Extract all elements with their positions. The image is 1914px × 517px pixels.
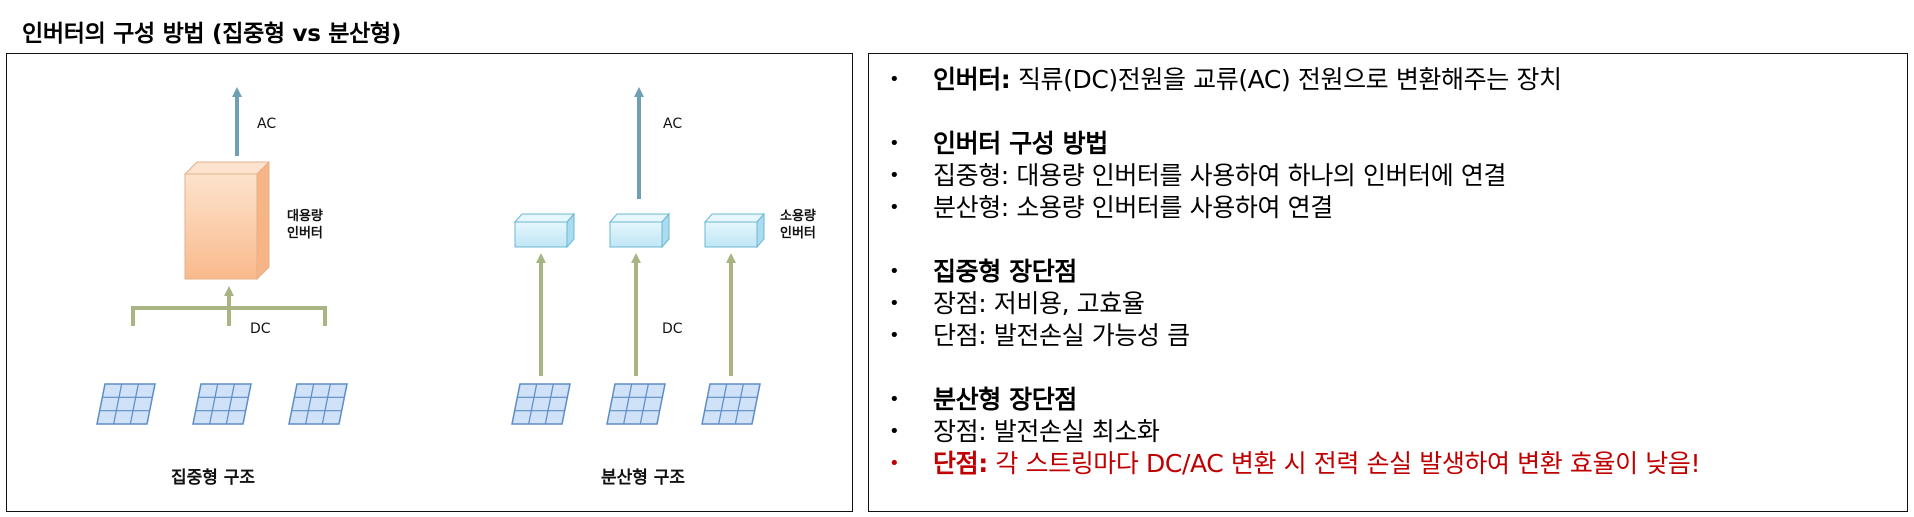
dc-arrows (536, 253, 736, 376)
dc-wiring (131, 286, 327, 326)
distributed-caption: 분산형 구조 (601, 467, 685, 488)
solar-panel (511, 383, 571, 425)
bullet-heading: •인버터 구성 방법 (889, 129, 1108, 158)
solar-panel (701, 383, 761, 425)
distributed-structure: AC 소용량 인버터 (511, 87, 816, 488)
bullet-item: •장점: 발전손실 최소화 (889, 417, 1160, 446)
inverter-diagram: AC 대용량 인버터 DC 집중형 구조 (96, 87, 816, 488)
solar-panel (96, 383, 156, 425)
dc-label: DC (250, 321, 271, 337)
centralized-caption: 집중형 구조 (171, 467, 255, 488)
page-title: 인버터의 구성 방법 (집중형 vs 분산형) (22, 21, 402, 47)
solar-panel (606, 383, 666, 425)
solar-panel (288, 383, 348, 425)
solar-panel (192, 383, 252, 425)
small-inverter-label-1: 소용량 (780, 208, 816, 224)
large-inverter-label-1: 대용량 (287, 208, 323, 224)
ac-label: AC (663, 116, 682, 132)
small-inverter-label-2: 인버터 (780, 225, 816, 241)
bullet-heading: •분산형 장단점 (889, 385, 1077, 414)
bullet-item: •집중형: 대용량 인버터를 사용하여 하나의 인버터에 연결 (889, 161, 1507, 190)
text-panel: •인버터: 직류(DC)전원을 교류(AC) 전원으로 변환해주는 장치 •인버… (868, 53, 1908, 512)
small-inverter (513, 212, 576, 249)
bullet-item-highlight: •단점: 각 스트링마다 DC/AC 변환 시 전력 손실 발생하여 변환 효율… (889, 449, 1701, 478)
bullet-list: •인버터: 직류(DC)전원을 교류(AC) 전원으로 변환해주는 장치 •인버… (883, 64, 1899, 480)
bullet-item: •단점: 발전손실 가능성 큼 (889, 321, 1190, 350)
diagram-panel: AC 대용량 인버터 DC 집중형 구조 (6, 53, 853, 512)
ac-label: AC (257, 116, 276, 132)
bullet-item: •분산형: 소용량 인버터를 사용하여 연결 (889, 193, 1333, 222)
bullet-heading: •집중형 장단점 (889, 257, 1077, 286)
small-inverter (608, 212, 671, 249)
dc-label: DC (662, 321, 683, 337)
large-inverter (183, 160, 271, 281)
centralized-structure: AC 대용량 인버터 DC 집중형 구조 (96, 87, 348, 488)
large-inverter-label-2: 인버터 (287, 225, 323, 241)
small-inverter (703, 212, 766, 249)
bullet-item: •인버터: 직류(DC)전원을 교류(AC) 전원으로 변환해주는 장치 (889, 65, 1562, 94)
bullet-item: •장점: 저비용, 고효율 (889, 289, 1145, 318)
